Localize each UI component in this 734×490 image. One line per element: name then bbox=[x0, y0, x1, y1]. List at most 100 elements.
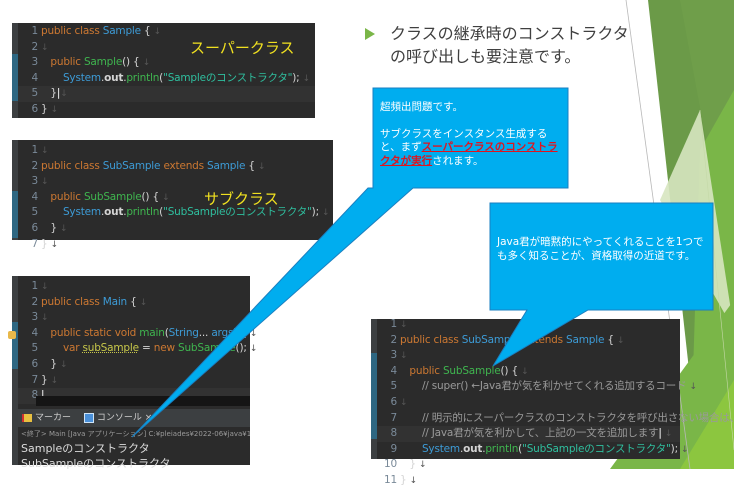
code-line[interactable]: 7} ↓ bbox=[18, 373, 250, 389]
code-text: } ↓ bbox=[41, 237, 58, 250]
code-line[interactable]: 7 // 明示的にスーパークラスのコンストラクタを呼び出さない場合は、 bbox=[377, 411, 734, 427]
code-line[interactable]: 5 System.out.println("SubSampleのコンストラクタ"… bbox=[18, 205, 333, 221]
code-text: ↓ bbox=[41, 313, 49, 324]
line-number: 2 bbox=[31, 40, 39, 53]
bullet-triangle-icon bbox=[365, 28, 375, 40]
code-line[interactable]: 3↓ bbox=[377, 348, 680, 364]
line-number: 4 bbox=[390, 364, 398, 377]
subclass-label: サブクラス bbox=[204, 190, 279, 208]
line-number: 3 bbox=[31, 56, 39, 69]
code-line[interactable]: 3 public Sample() { ↓ bbox=[18, 55, 315, 71]
callout-shapes bbox=[131, 87, 714, 438]
emphasis-text: スーパークラスのコンストラクタが実行 bbox=[380, 141, 558, 167]
callout-implicit-behavior: Java君が暗黙的にやってくれることを1つでも多く知ることが、資格取得の近道です… bbox=[497, 236, 704, 262]
code-line[interactable]: 7} ↓ bbox=[18, 237, 333, 253]
tab-markers[interactable]: マーカー bbox=[18, 409, 77, 427]
callout-1-shape bbox=[131, 87, 569, 438]
callout-2-shape bbox=[489, 202, 714, 367]
code-text: } ↓ bbox=[41, 373, 58, 386]
console-output-line: SubSampleのコンストラクタ bbox=[21, 457, 171, 470]
code-text: } ↓ bbox=[400, 473, 417, 486]
gutter-marker bbox=[12, 54, 18, 101]
code-text: // 明示的にスーパークラスのコンストラクタを呼び出さない場合は、 bbox=[421, 411, 734, 424]
code-text: ↓ bbox=[400, 320, 408, 330]
line-number: 5 bbox=[31, 87, 39, 100]
code-text: } ↓ bbox=[41, 357, 68, 370]
code-line[interactable]: 9 System.out.println("SubSampleのコンストラクタ"… bbox=[377, 442, 689, 458]
console-output-line: Sampleのコンストラクタ bbox=[21, 442, 150, 455]
line-number: 6 bbox=[31, 102, 39, 115]
code-line[interactable]: 5 var subSample = new SubSample(); ↓ bbox=[18, 341, 258, 357]
line-number: 2 bbox=[31, 295, 39, 308]
code-text: ↓ bbox=[400, 351, 408, 362]
line-number: 8 bbox=[31, 389, 39, 402]
line-number: 11 bbox=[384, 473, 397, 486]
code-text: System.out.println("SubSampleのコンストラクタ");… bbox=[62, 206, 330, 219]
code-text: public class SubSample extends Sample { … bbox=[41, 159, 266, 172]
line-number: 4 bbox=[31, 71, 39, 84]
close-icon[interactable]: × bbox=[144, 413, 153, 423]
code-line[interactable]: 8 // Java君が気を利かして、上記の一文を追加します| ↓ bbox=[377, 426, 680, 442]
tab-console[interactable]: コンソール × bbox=[80, 409, 158, 427]
line-number: 5 bbox=[31, 206, 39, 219]
code-text: // super() ←Java君が気を利かせてくれる追加するコード ↓ bbox=[421, 380, 697, 393]
gutter-marker bbox=[12, 191, 18, 238]
code-line[interactable]: 11} ↓ bbox=[377, 473, 680, 489]
code-line[interactable]: 1↓ bbox=[377, 317, 680, 333]
callout-explanation: サブクラスをインスタンス生成すると、まずスーパークラスのコンストラクタが実行され… bbox=[380, 127, 558, 167]
line-number: 7 bbox=[31, 237, 39, 250]
code-line[interactable]: 3↓ bbox=[18, 174, 333, 190]
code-line[interactable]: 6↓ bbox=[377, 395, 680, 411]
code-text: } ↓ bbox=[41, 221, 68, 234]
line-number: 6 bbox=[31, 221, 39, 234]
code-text: public SubSample() { ↓ bbox=[50, 190, 170, 203]
code-text: public class Main { ↓ bbox=[41, 295, 148, 308]
console-tabs: マーカー コンソール × bbox=[18, 409, 250, 427]
code-line[interactable]: 5 // super() ←Java君が気を利かせてくれる追加するコード ↓ bbox=[377, 379, 698, 395]
line-number: 10 bbox=[384, 458, 397, 471]
code-line[interactable]: 6} ↓ bbox=[18, 102, 315, 118]
code-text: }|↓ bbox=[41, 87, 68, 100]
line-number: 1 bbox=[31, 144, 39, 156]
code-text: public class SubSample extends Sample { … bbox=[400, 333, 625, 346]
code-line[interactable]: 4 public SubSample() { ↓ bbox=[18, 190, 333, 206]
code-line[interactable]: 10 } ↓ bbox=[377, 457, 680, 473]
line-number: 4 bbox=[31, 326, 39, 339]
code-line[interactable]: 1↓ bbox=[18, 143, 333, 159]
line-number: 7 bbox=[390, 411, 398, 424]
line-number: 2 bbox=[390, 333, 398, 346]
code-line[interactable]: 2↓ bbox=[18, 40, 315, 56]
code-text: } ↓ bbox=[400, 458, 427, 471]
code-text: public class Sample { ↓ bbox=[41, 25, 162, 37]
line-number: 9 bbox=[390, 442, 398, 455]
horizontal-scrollbar[interactable] bbox=[36, 396, 250, 406]
code-line[interactable]: 1↓ bbox=[18, 279, 250, 295]
line-number: 6 bbox=[31, 357, 39, 370]
code-text: ↓ bbox=[41, 42, 49, 53]
warning-icon bbox=[8, 331, 16, 339]
line-number: 5 bbox=[390, 380, 398, 393]
line-number: 4 bbox=[31, 190, 39, 203]
code-line[interactable]: 6 } ↓ bbox=[18, 357, 250, 373]
code-text: ↓ bbox=[400, 397, 408, 408]
code-line[interactable]: 5 }|↓ bbox=[18, 86, 315, 102]
code-line[interactable]: 4 System.out.println("Sampleのコンストラクタ"); … bbox=[18, 71, 315, 87]
code-line[interactable]: 6 } ↓ bbox=[18, 221, 333, 237]
code-text: public SubSample() { ↓ bbox=[409, 364, 529, 377]
slide-bullet: クラスの継承時のコンストラクタの呼び出しも要注意です。 bbox=[365, 22, 635, 68]
code-text: } ↓ bbox=[41, 102, 58, 115]
console-icon bbox=[83, 412, 94, 423]
code-text: public Sample() { ↓ bbox=[50, 56, 151, 69]
line-number: 1 bbox=[390, 318, 398, 330]
code-line[interactable]: 4 public SubSample() { ↓ bbox=[377, 364, 680, 380]
code-text: System.out.println("SubSampleのコンストラクタ");… bbox=[421, 442, 689, 455]
line-number: 6 bbox=[390, 395, 398, 408]
code-line[interactable]: 3↓ bbox=[18, 310, 250, 326]
